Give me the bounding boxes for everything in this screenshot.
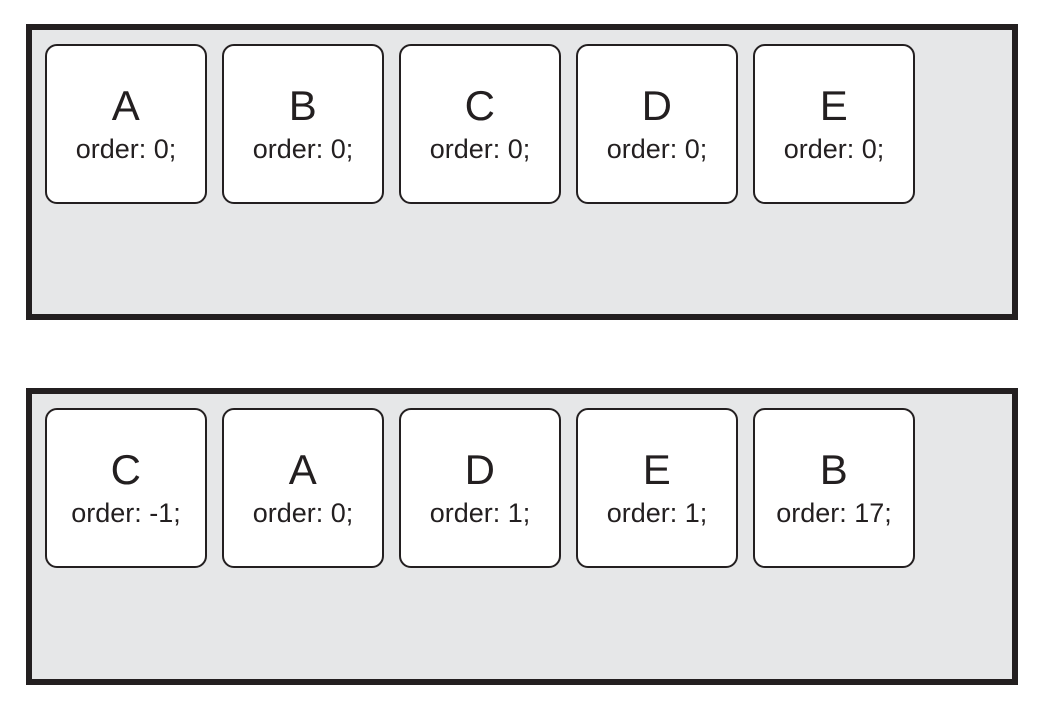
flex-item-letter: D: [464, 446, 496, 493]
flex-item-order-label: order: 0;: [252, 498, 354, 528]
flex-item-order-label: order: 0;: [75, 134, 177, 164]
flex-item-box: A order: 0;: [45, 44, 207, 204]
flex-item-letter: A: [111, 82, 141, 129]
flex-item-letter: C: [110, 446, 142, 493]
flex-item-letter: D: [641, 82, 673, 129]
flex-item-letter: C: [464, 82, 496, 129]
flex-item-box: C order: 0;: [399, 44, 561, 204]
flex-item-letter: A: [288, 446, 318, 493]
flex-item-box: B order: 17;: [753, 408, 915, 568]
flex-item-order-label: order: 1;: [429, 498, 531, 528]
flex-item-box: C order: -1;: [45, 408, 207, 568]
flex-container-custom-order: C order: -1; A order: 0; D order: 1; E o…: [26, 388, 1018, 685]
flex-item-box: D order: 1;: [399, 408, 561, 568]
flex-item-box: E order: 0;: [753, 44, 915, 204]
flex-item-box: A order: 0;: [222, 408, 384, 568]
flex-item-order-label: order: 0;: [429, 134, 531, 164]
flex-item-order-label: order: 0;: [252, 134, 354, 164]
flex-item-letter: E: [819, 82, 849, 129]
flex-item-order-label: order: 1;: [606, 498, 708, 528]
flex-item-order-label: order: 0;: [783, 134, 885, 164]
flex-item-order-label: order: -1;: [71, 498, 181, 528]
flex-item-letter: B: [288, 82, 318, 129]
flex-item-letter: E: [642, 446, 672, 493]
flex-item-box: E order: 1;: [576, 408, 738, 568]
flex-item-order-label: order: 17;: [776, 498, 892, 528]
flex-item-box: D order: 0;: [576, 44, 738, 204]
flex-item-letter: B: [819, 446, 849, 493]
flex-item-order-label: order: 0;: [606, 134, 708, 164]
flex-container-default-order: A order: 0; B order: 0; C order: 0; D or…: [26, 24, 1018, 320]
flex-item-box: B order: 0;: [222, 44, 384, 204]
